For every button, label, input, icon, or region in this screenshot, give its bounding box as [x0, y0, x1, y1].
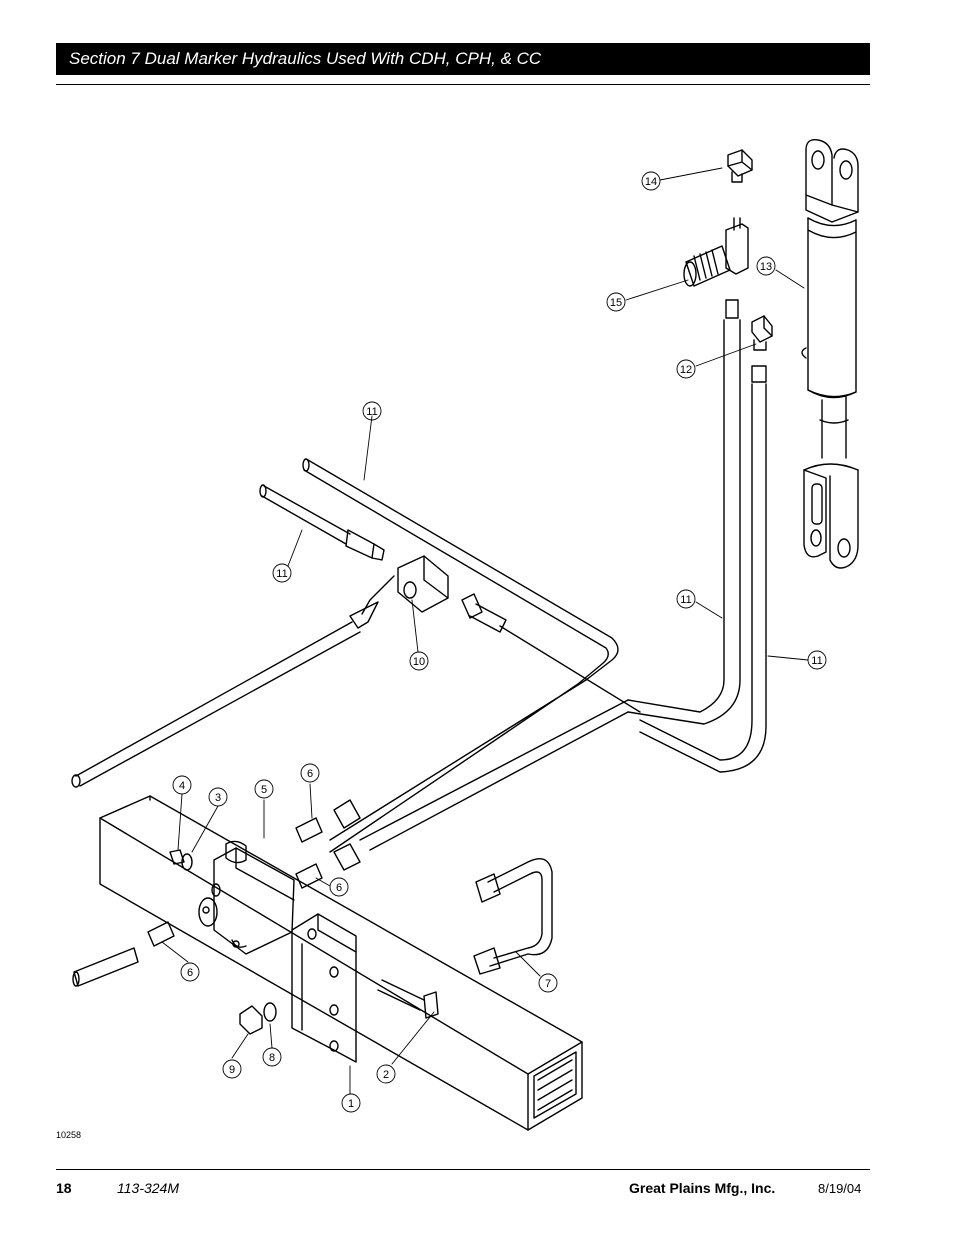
- callout-label: 6: [336, 882, 342, 894]
- callout-label: 5: [261, 784, 267, 796]
- tube-11-left: [259, 484, 385, 561]
- elbow-fitting-12: [751, 315, 773, 351]
- callout-label: 14: [645, 176, 657, 188]
- washer-8: [263, 1002, 277, 1022]
- callout-label: 11: [276, 568, 287, 580]
- tube-lower-left: [71, 621, 361, 788]
- callout-label: 8: [269, 1052, 275, 1064]
- company-name: Great Plains Mfg., Inc.: [629, 1180, 776, 1196]
- document-date: 8/19/04: [818, 1181, 862, 1196]
- page-number: 18: [56, 1180, 72, 1196]
- callout-label: 13: [760, 261, 772, 273]
- valve-block-5: [198, 840, 295, 955]
- hose-lower-vertical: [639, 365, 767, 773]
- callout-label: 6: [307, 768, 313, 780]
- mounting-bracket-1: [291, 913, 357, 1063]
- callout-label: 11: [811, 655, 822, 667]
- callout-label: 3: [215, 792, 221, 804]
- square-tube-frame: [99, 795, 583, 1131]
- callout-label: 4: [179, 780, 185, 792]
- callout-label: 11: [680, 594, 691, 606]
- section-title: Section 7 Dual Marker Hydraulics Used Wi…: [69, 49, 542, 68]
- document-number: 113-324M: [117, 1180, 180, 1196]
- callout-label: 12: [680, 364, 692, 376]
- elbow-fitting-14: [727, 149, 753, 183]
- callout-label: 10: [413, 656, 425, 668]
- header-divider: [56, 84, 870, 85]
- callout-bubbles: [172, 171, 827, 1113]
- figure-id: 10258: [56, 1130, 82, 1140]
- tee-fitting-10: [349, 555, 641, 713]
- callout-labels: 14 13 15 12 11 11 10 11 11 4 3 5 6 6 6 7…: [179, 176, 823, 1110]
- nut-9: [239, 1005, 263, 1035]
- callout-label: 15: [610, 297, 622, 309]
- bolt-2: [377, 979, 439, 1019]
- footer-divider: [56, 1169, 870, 1170]
- tube-11-upper: [302, 458, 629, 853]
- callout-label: 9: [229, 1064, 235, 1076]
- hydraulic-cylinder: [801, 139, 859, 569]
- callout-label: 11: [366, 406, 377, 418]
- callout-label: 6: [187, 967, 193, 979]
- callout-label: 1: [348, 1098, 354, 1110]
- callout-label: 2: [383, 1069, 389, 1081]
- restrictor-15: [683, 217, 749, 287]
- callout-label: 7: [545, 978, 551, 990]
- fittings-6: [72, 799, 361, 987]
- u-bolt-7: [473, 858, 553, 975]
- section-header-bar: Section 7 Dual Marker Hydraulics Used Wi…: [56, 43, 870, 75]
- hose-upper-vertical: [627, 299, 741, 725]
- fitting-4-3: [169, 849, 193, 871]
- callout-leaders: [161, 167, 809, 1095]
